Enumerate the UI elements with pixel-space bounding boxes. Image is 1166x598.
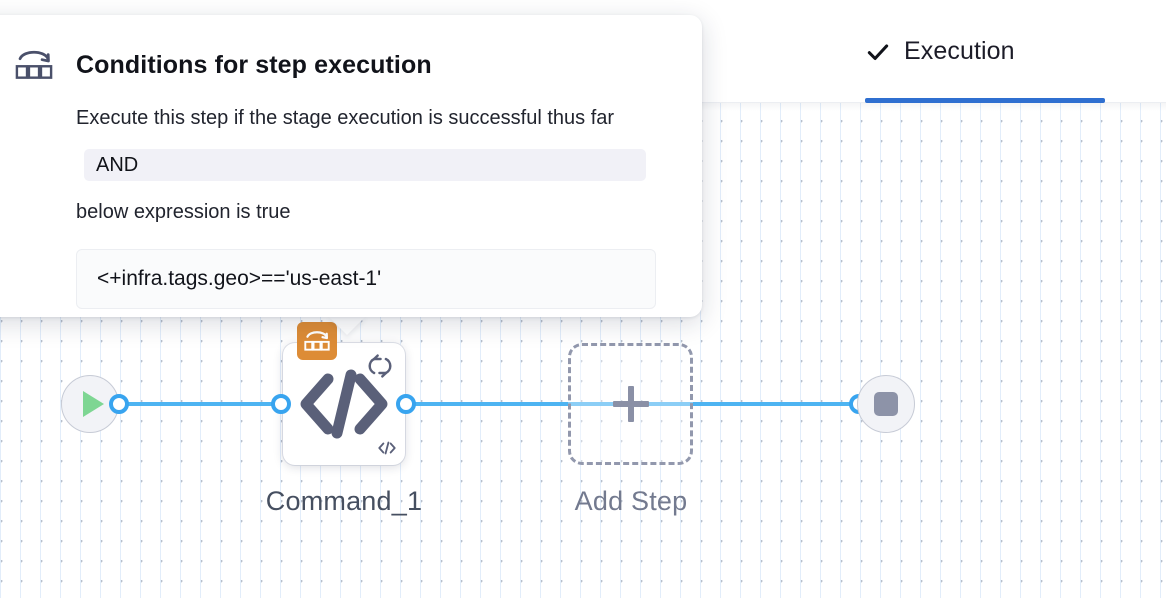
- plus-icon: [612, 386, 649, 422]
- popup-pointer-arrow: [328, 316, 366, 335]
- stop-icon: [874, 392, 898, 416]
- popup-condition-description: Execute this step if the stage execution…: [76, 107, 615, 129]
- connector-start-to-step: [112, 402, 288, 406]
- port-start-output[interactable]: [109, 394, 129, 414]
- connector-addstep-to-end: [660, 402, 868, 406]
- step-node-command-1[interactable]: [283, 322, 405, 465]
- check-icon: [865, 39, 891, 65]
- port-step-input[interactable]: [271, 394, 291, 414]
- condition-operator-value: AND: [96, 153, 139, 176]
- tab-execution[interactable]: Execution: [865, 0, 1015, 103]
- condition-operator-field[interactable]: AND: [84, 149, 646, 181]
- step-node-label: Command_1: [265, 486, 423, 516]
- add-step-label: Add Step: [574, 486, 688, 516]
- popup-expression-description: below expression is true: [76, 201, 291, 223]
- add-step-button[interactable]: [568, 343, 693, 465]
- code-brackets-icon: [283, 343, 405, 465]
- shell-script-command-icon: [12, 45, 56, 85]
- connector-step-to-addstep: [398, 402, 666, 406]
- active-tab-indicator: [865, 98, 1105, 103]
- conditions-popover: Conditions for step execution Execute th…: [0, 15, 702, 317]
- popup-title: Conditions for step execution: [76, 50, 432, 79]
- condition-expression-value: <+infra.tags.geo>=='us-east-1': [97, 267, 382, 290]
- retry-loop-icon[interactable]: [363, 349, 397, 383]
- pipeline-end-node[interactable]: [857, 375, 915, 433]
- condition-expression-field[interactable]: <+infra.tags.geo>=='us-east-1': [76, 249, 656, 309]
- tab-execution-label: Execution: [904, 37, 1015, 65]
- step-type-code-icon: [376, 437, 398, 459]
- port-step-output[interactable]: [396, 394, 416, 414]
- popup-header: Conditions for step execution: [12, 45, 432, 85]
- play-icon: [82, 391, 104, 417]
